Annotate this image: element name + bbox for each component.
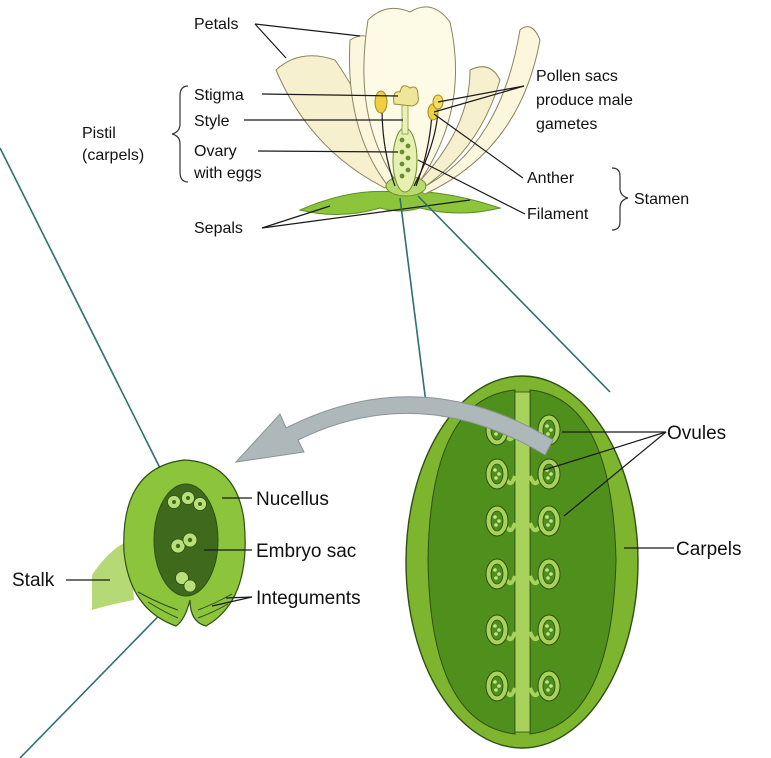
label-stamen: Stamen [634,191,689,208]
label-stigma: Stigma [194,87,244,104]
label-carpels: Carpels [676,539,741,560]
ovule-detail [92,460,245,626]
label-pollen-2: produce male [536,92,633,109]
stamen-brace [612,168,628,230]
label-pollen-1: Pollen sacs [536,68,618,85]
style-stalk [402,104,408,134]
label-integuments: Integuments [256,588,361,609]
label-style: Style [194,113,230,130]
pistil-brace [172,86,188,182]
label-anther: Anther [527,170,575,187]
flower-illustration [276,7,540,215]
label-sepals: Sepals [194,220,243,237]
ovary [393,128,417,192]
label-petals: Petals [194,16,238,33]
label-ovules: Ovules [667,423,726,444]
label-nucellus: Nucellus [256,489,329,510]
label-ovary-1: Ovary [194,143,237,160]
label-stalk: Stalk [12,570,55,591]
label-ovary-2: with eggs [193,165,262,182]
label-pistil-2: (carpels) [82,147,144,164]
anther-left [375,91,387,113]
label-embryo-sac: Embryo sac [256,541,356,562]
label-pistil-1: Pistil [82,125,116,142]
label-filament: Filament [527,206,589,223]
label-pollen-3: gametes [536,116,597,133]
